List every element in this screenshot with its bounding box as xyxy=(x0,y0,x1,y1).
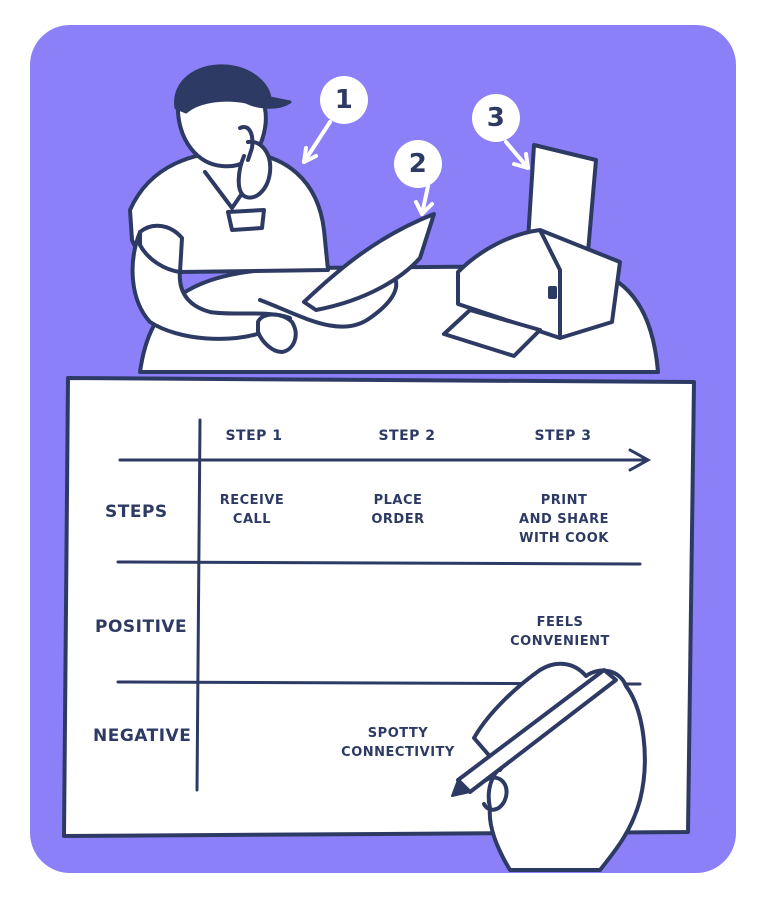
row-label-positive: POSITIVE xyxy=(95,617,188,637)
row-label-steps: STEPS xyxy=(105,502,168,522)
cell-negative-step-2: SPOTTY CONNECTIVITY xyxy=(341,726,455,760)
cell-steps-step-1: RECEIVE CALL xyxy=(219,493,285,527)
cell-steps-step-3: PRINT AND SHARE WITH COOK xyxy=(519,493,609,546)
worker xyxy=(128,72,330,354)
mouse-cable xyxy=(258,276,399,329)
worker-hand xyxy=(256,312,298,354)
header-step-2: STEP 2 xyxy=(378,428,436,444)
callout-2-circle xyxy=(394,140,442,188)
writing-hand xyxy=(472,661,647,872)
pen-tip xyxy=(451,779,471,797)
cap-icon xyxy=(174,64,292,114)
timeline-arrowhead xyxy=(628,448,652,472)
callout-1-circle xyxy=(320,76,368,124)
worker-pocket xyxy=(226,208,266,232)
row-label-negative: NEGATIVE xyxy=(93,726,192,746)
worker-phone xyxy=(238,125,255,162)
header-step-1: STEP 1 xyxy=(225,428,283,444)
column-divider xyxy=(195,418,202,792)
callout-3-circle xyxy=(472,94,520,142)
cell-steps-step-2: PLACE ORDER xyxy=(371,493,425,527)
cell-positive-step-3: FEELS CONVENIENT xyxy=(510,615,610,649)
callout-1: 1 xyxy=(334,85,354,115)
callout-3: 3 xyxy=(486,103,506,133)
header-step-3: STEP 3 xyxy=(534,428,592,444)
worker-sleeve xyxy=(138,223,184,274)
callout-arrows xyxy=(302,120,530,216)
worker-phone-arm xyxy=(236,139,273,200)
row-divider-1 xyxy=(116,560,642,566)
callout-2: 2 xyxy=(408,149,428,179)
tablet-icon xyxy=(302,212,436,312)
printer-icon xyxy=(442,143,622,358)
